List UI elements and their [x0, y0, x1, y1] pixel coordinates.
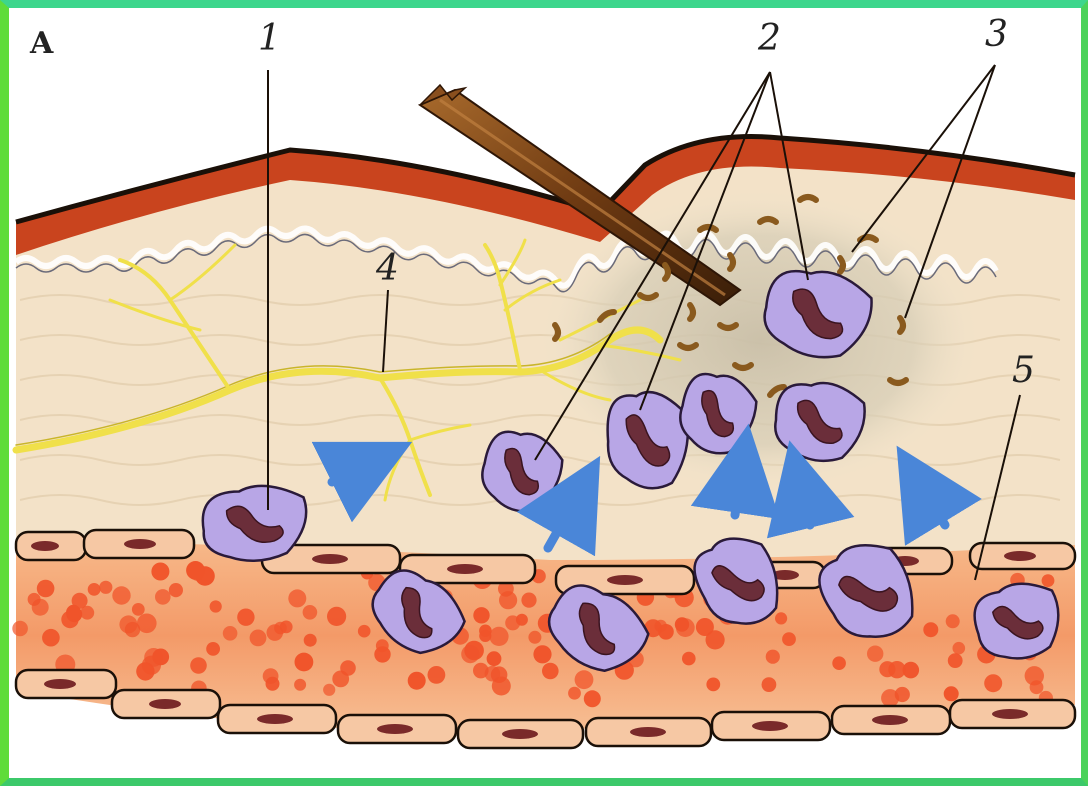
erythrocyte [119, 615, 137, 633]
erythrocyte [250, 630, 267, 647]
erythrocyte [461, 645, 479, 663]
bacterium-icon [680, 345, 696, 348]
erythrocyte [487, 651, 502, 666]
erythrocyte [766, 650, 780, 664]
label-4: 4 [376, 248, 399, 289]
erythrocyte [485, 666, 501, 682]
erythrocyte [499, 591, 517, 609]
erythrocyte [266, 677, 280, 691]
erythrocyte [895, 687, 910, 702]
bacterium-icon [555, 325, 558, 339]
bacterium-icon [720, 325, 736, 328]
erythrocyte [358, 625, 371, 638]
erythrocyte [186, 561, 205, 580]
erythrocyte [88, 583, 101, 596]
erythrocyte [682, 652, 696, 666]
erythrocyte [288, 589, 306, 607]
erythrocyte [37, 580, 55, 598]
erythrocyte [237, 609, 254, 626]
erythrocyte [210, 600, 222, 612]
erythrocyte [303, 605, 318, 620]
erythrocyte [1030, 680, 1044, 694]
erythrocyte [888, 661, 905, 678]
erythrocyte [295, 653, 314, 672]
erythrocyte [151, 563, 169, 581]
erythrocyte [155, 589, 171, 605]
label-2: 2 [758, 18, 781, 59]
erythrocyte [223, 626, 238, 641]
erythrocyte [946, 614, 960, 628]
erythrocyte [327, 607, 346, 626]
erythrocyte [206, 642, 220, 656]
erythrocyte [136, 662, 154, 680]
erythrocyte [99, 581, 112, 594]
bacterium-icon [700, 227, 716, 230]
erythrocyte [575, 670, 594, 689]
erythrocyte [190, 657, 207, 674]
erythrocyte [72, 593, 88, 609]
erythrocyte [568, 687, 581, 700]
bacterium-icon [665, 265, 668, 279]
erythrocyte [479, 630, 491, 642]
erythrocyte [12, 621, 28, 637]
erythrocyte [533, 645, 551, 663]
erythrocyte [340, 660, 356, 676]
erythrocyte [112, 586, 130, 604]
erythrocyte [762, 677, 777, 692]
erythrocyte [782, 632, 796, 646]
bacterium-icon [760, 219, 776, 222]
erythrocyte [374, 646, 390, 662]
erythrocyte [944, 686, 959, 701]
erythrocyte [584, 690, 601, 707]
label-1: 1 [258, 18, 281, 59]
erythrocyte [542, 663, 559, 680]
erythrocyte [132, 603, 145, 616]
erythrocyte [948, 653, 963, 668]
erythrocyte [696, 618, 714, 636]
erythrocyte [706, 678, 720, 692]
erythrocyte [28, 593, 41, 606]
label-3: 3 [985, 14, 1008, 55]
erythrocyte [867, 646, 883, 662]
bacterium-icon [840, 258, 843, 272]
erythrocyte [505, 615, 520, 630]
erythrocyte [323, 684, 335, 696]
bacterium-icon [730, 255, 733, 269]
erythrocyte [676, 618, 695, 637]
erythrocyte [408, 672, 426, 690]
erythrocyte [528, 631, 541, 644]
bacterium-icon [800, 197, 816, 200]
erythrocyte [473, 607, 489, 623]
bacterium-icon [690, 305, 693, 319]
panel-letter: A [30, 26, 53, 61]
bacterium-icon [890, 380, 906, 383]
erythrocyte [658, 624, 674, 640]
erythrocyte [294, 679, 306, 691]
erythrocyte [428, 666, 446, 684]
erythrocyte [152, 649, 169, 666]
label-5: 5 [1012, 350, 1035, 391]
erythrocyte [274, 622, 287, 635]
bacterium-icon [735, 365, 751, 368]
erythrocyte [984, 674, 1002, 692]
leukocyte-icon [775, 383, 864, 461]
erythrocyte [42, 629, 60, 647]
erythrocyte [775, 612, 787, 624]
erythrocyte [1042, 574, 1055, 587]
bacterium-icon [640, 295, 656, 298]
erythrocyte [923, 622, 938, 637]
erythrocyte [304, 634, 317, 647]
erythrocyte [953, 642, 966, 655]
erythrocyte [521, 593, 536, 608]
erythrocyte [489, 627, 508, 646]
erythrocyte [832, 656, 846, 670]
erythrocyte [169, 583, 183, 597]
bacterium-icon [900, 318, 903, 332]
